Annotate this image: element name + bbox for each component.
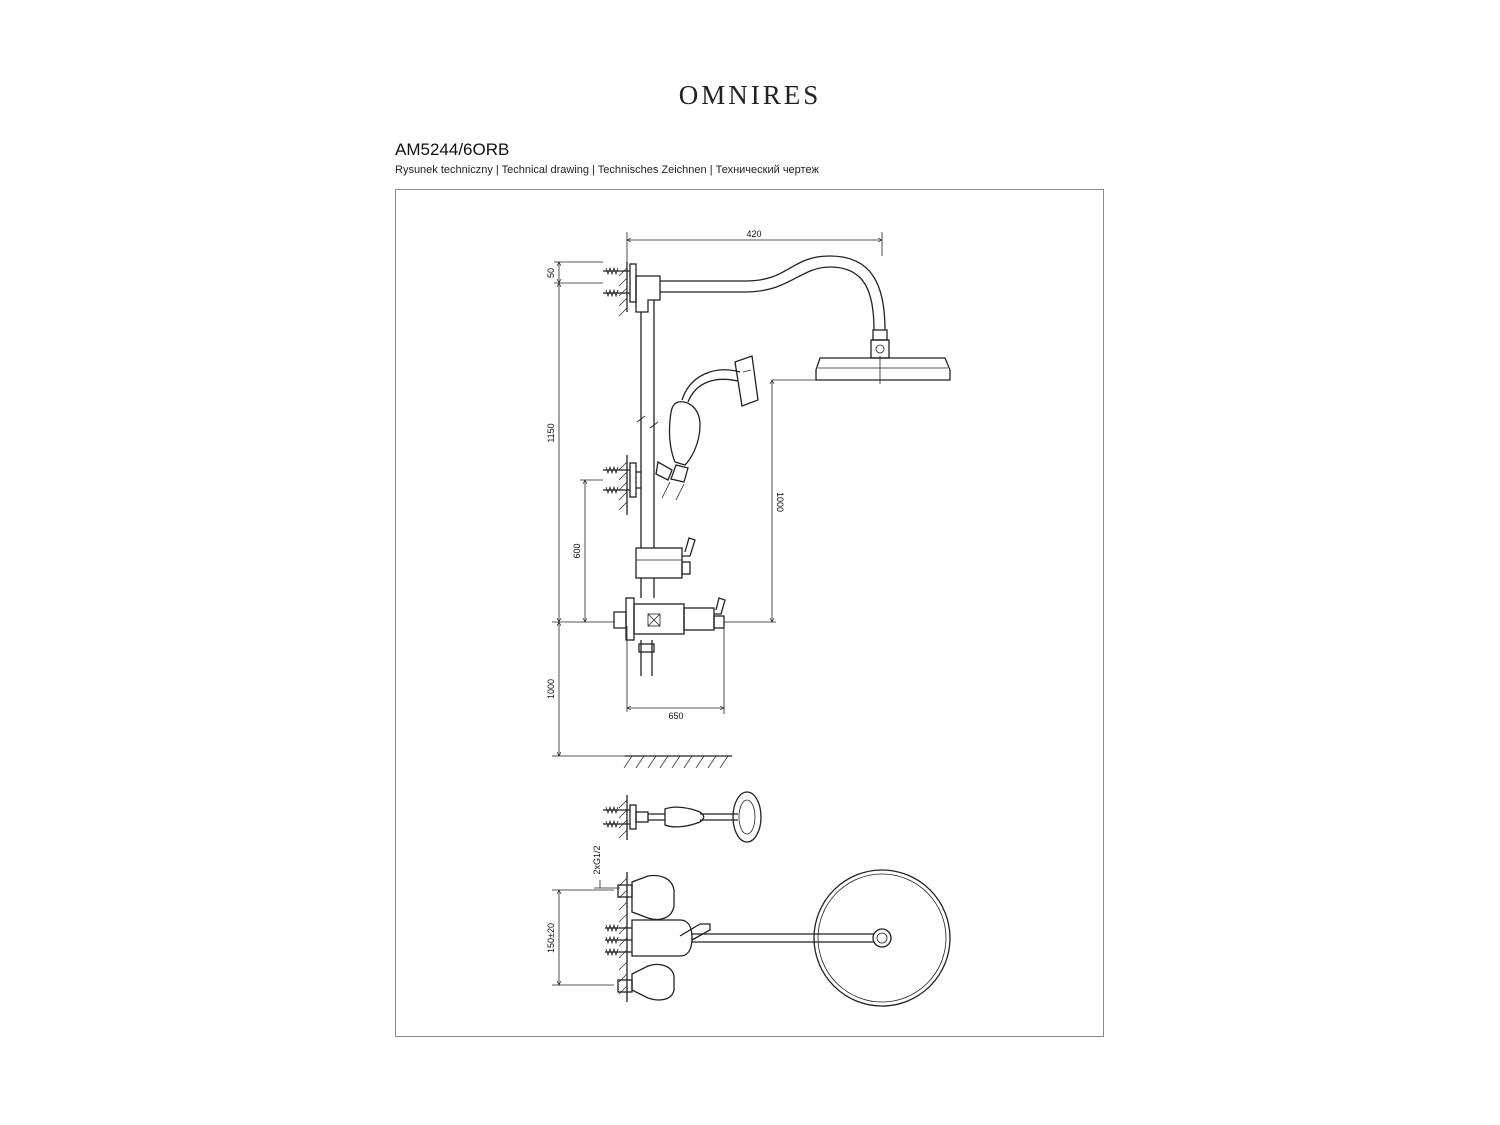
wall-screws-top: [603, 263, 637, 303]
drawing-subtitle: Rysunek techniczny | Technical drawing |…: [395, 164, 819, 176]
dim-420: 420: [746, 229, 761, 239]
floor-hatch: [623, 755, 732, 769]
brand-logo: OMNIRES: [678, 80, 822, 110]
mixer-top-view: [605, 869, 951, 1007]
thermostatic-mixer-side: [613, 597, 726, 676]
shower-arm: [635, 255, 890, 359]
wall-hatch-middle: [603, 455, 641, 515]
dim-150-20: 150±20: [546, 923, 556, 953]
dim-50: 50: [546, 268, 556, 278]
dim-1000-left: 1000: [546, 679, 556, 699]
dim-1150: 1150: [546, 423, 556, 442]
dim-600: 600: [572, 543, 582, 558]
riser-pipe: [636, 300, 659, 548]
dimension-lines: [552, 232, 882, 985]
side-elevation: [603, 255, 951, 769]
rain-shower-head-side: [815, 356, 951, 384]
hand-shower-top-view: [603, 791, 762, 843]
wall-hatch-top: [618, 262, 628, 317]
diverter-valve: [635, 537, 696, 598]
hand-shower: [655, 355, 759, 501]
dim-thread: 2xG1/2: [592, 845, 602, 874]
model-number: AM5244/6ORB: [395, 140, 510, 159]
drawing-frame: [395, 189, 1104, 1037]
dim-1000-right: 1000: [775, 492, 785, 512]
dim-650: 650: [668, 711, 683, 721]
